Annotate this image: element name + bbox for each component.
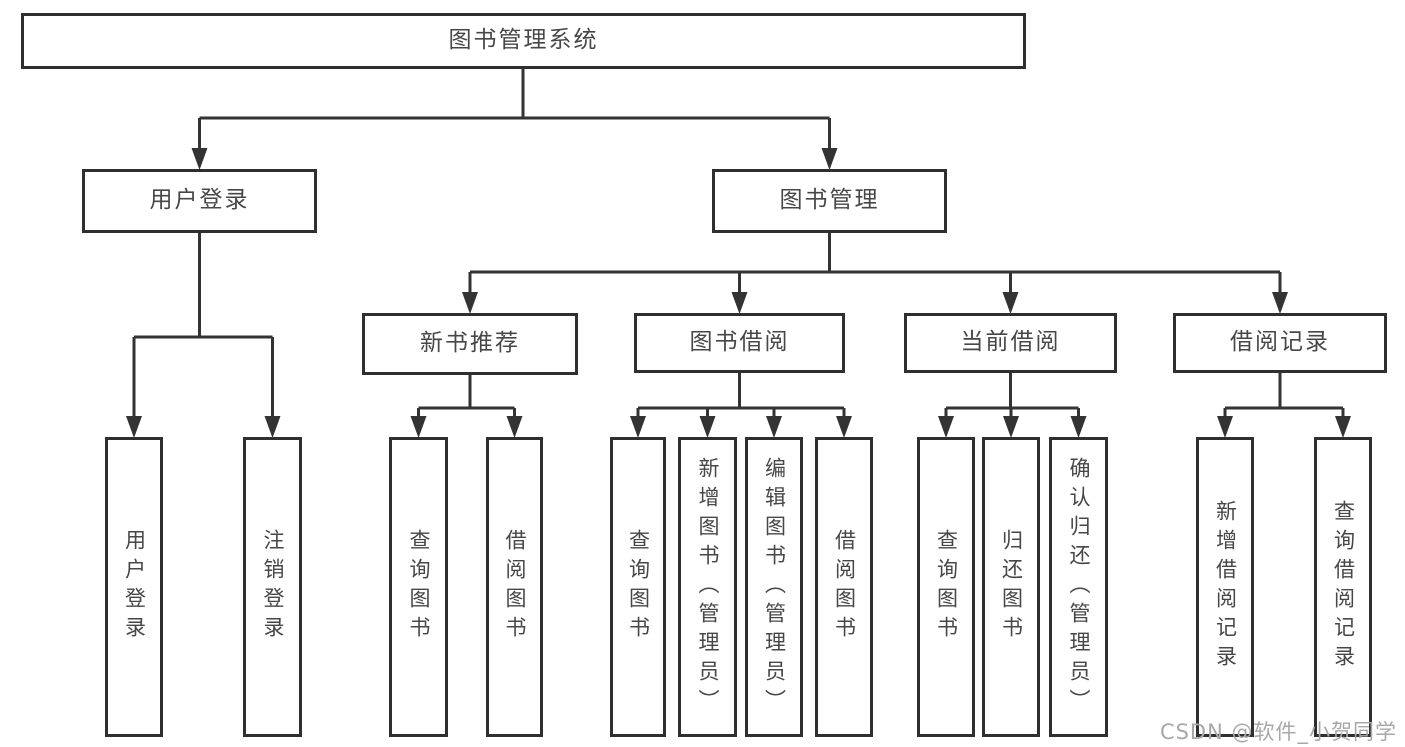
arrowhead-icon (699, 416, 716, 438)
node-label: 图书借阅 (689, 329, 790, 356)
arrowhead-icon (1003, 416, 1019, 438)
arrowhead-icon (126, 416, 142, 438)
connector-book-mgmt (468, 233, 1282, 297)
node-c3: 编辑图书（管理员） (745, 437, 803, 737)
node-label: 查询图书 (407, 529, 431, 645)
arrowhead-icon (766, 416, 782, 438)
node-label: 新增借阅记录 (1213, 500, 1238, 674)
arrowhead-icon (1335, 416, 1351, 438)
arrowhead-icon (1217, 416, 1233, 438)
node-label: 当前借阅 (960, 329, 1061, 356)
node-label: 借阅图书 (832, 529, 857, 645)
arrowhead-icon (410, 416, 427, 438)
node-book-mgmt: 图书管理 (712, 169, 947, 233)
node-borrow-rec: 借阅记录 (1173, 313, 1387, 373)
connector-cur-borrow (944, 373, 1080, 421)
node-label: 查询借阅记录 (1331, 500, 1356, 674)
arrowhead-icon (938, 416, 954, 438)
watermark: CSDN @软件_小贺同学 (1159, 720, 1397, 744)
node-label: 图书管理 (779, 187, 880, 214)
node-label: 图书管理系统 (448, 27, 599, 54)
node-a2: 注销登录 (243, 437, 302, 737)
node-root: 图书管理系统 (21, 13, 1026, 69)
arrowhead-icon (462, 292, 478, 314)
node-label: 新增图书（管理员） (696, 456, 720, 718)
node-label: 查询图书 (934, 529, 959, 645)
node-label: 确认归还（管理员） (1067, 456, 1091, 718)
arrowhead-icon (1272, 292, 1288, 314)
arrowhead-icon (191, 148, 208, 170)
node-label: 用户登录 (149, 187, 250, 214)
node-c1: 查询图书 (610, 437, 666, 737)
node-e2: 查询借阅记录 (1314, 437, 1372, 737)
connector-user-login (132, 233, 274, 421)
arrowhead-icon (731, 292, 748, 314)
arrowhead-icon (1002, 292, 1019, 314)
node-label: 编辑图书（管理员） (762, 456, 787, 718)
node-label: 借阅图书 (503, 529, 527, 645)
connector-book-borrow (636, 373, 846, 421)
node-label: 归还图书 (999, 529, 1024, 645)
node-book-borrow: 图书借阅 (634, 313, 845, 373)
node-label: 查询图书 (626, 529, 651, 645)
node-new-rec: 新书推荐 (362, 313, 578, 375)
node-cur-borrow: 当前借阅 (904, 313, 1117, 373)
arrowhead-icon (1070, 416, 1087, 438)
arrowhead-icon (836, 416, 852, 438)
node-b1: 查询图书 (389, 437, 448, 737)
node-user-login: 用户登录 (82, 169, 317, 233)
arrowhead-icon (630, 416, 646, 438)
node-d2: 归还图书 (982, 437, 1040, 737)
node-c4: 借阅图书 (815, 437, 873, 737)
arrowhead-icon (506, 416, 523, 438)
node-label: 借阅记录 (1230, 329, 1330, 356)
arrowhead-icon (821, 148, 838, 170)
node-label: 注销登录 (261, 529, 285, 645)
connector-borrow-rec (1223, 373, 1345, 421)
arrowhead-icon (264, 416, 281, 438)
node-d3: 确认归还（管理员） (1049, 437, 1108, 737)
node-b2: 借阅图书 (486, 437, 543, 737)
node-label: 新书推荐 (420, 330, 520, 357)
node-label: 用户登录 (122, 529, 147, 645)
node-e1: 新增借阅记录 (1196, 437, 1254, 737)
node-d1: 查询图书 (917, 437, 975, 737)
node-a1: 用户登录 (105, 437, 163, 737)
connector-root (198, 69, 831, 153)
connector-new-rec (417, 375, 516, 421)
node-c2: 新增图书（管理员） (678, 437, 737, 737)
